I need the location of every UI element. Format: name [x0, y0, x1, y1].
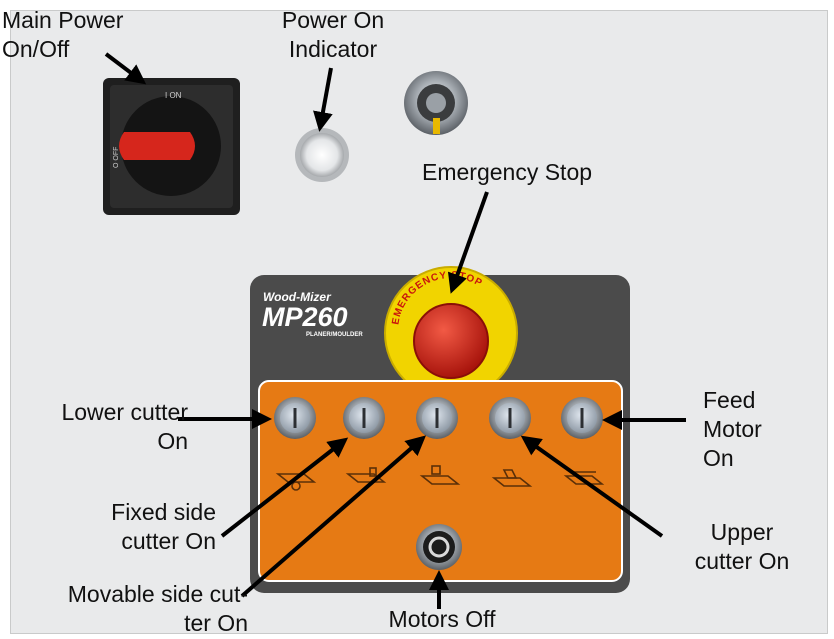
upper-cutter-on-mark — [509, 408, 512, 428]
switch-off-mark: O OFF — [113, 147, 120, 168]
model-name: MP260 — [262, 302, 348, 332]
feed-motor-on-mark — [581, 408, 584, 428]
upper-cutter-on-button[interactable] — [489, 397, 531, 439]
lower-cutter-on-mark — [294, 408, 297, 428]
power-on-indicator — [295, 128, 349, 182]
feed-motor-on-button[interactable] — [561, 397, 603, 439]
key-tag — [433, 118, 440, 134]
switch-on-mark: I ON — [165, 91, 182, 100]
movable-side-cutter-on-button[interactable] — [416, 397, 458, 439]
label-feed-motor: Feed Motor On — [703, 386, 762, 473]
key-slot — [426, 93, 446, 113]
label-upper-cutter: Upper cutter On — [672, 518, 812, 576]
key-switch[interactable] — [404, 71, 468, 135]
label-motors-off: Motors Off — [352, 605, 532, 634]
main-power-switch[interactable]: I ON O OFF — [103, 78, 240, 215]
label-emergency-stop: Emergency Stop — [422, 158, 592, 187]
lamp-lens — [300, 133, 344, 177]
label-movable-side-cutter: Movable side cut- ter On — [18, 580, 248, 638]
model-subtitle: PLANER/MOULDER — [306, 332, 363, 338]
movable-side-on-mark — [436, 408, 439, 428]
arrow-power-indicator — [320, 68, 331, 128]
label-lower-cutter: Lower cutter On — [14, 398, 188, 456]
lower-cutter-on-button[interactable] — [274, 397, 316, 439]
emergency-stop-button[interactable]: EMERGENCY STOP — [385, 267, 517, 399]
label-fixed-side-cutter: Fixed side cutter On — [78, 498, 216, 556]
switch-handle[interactable] — [119, 132, 195, 160]
motors-off-button[interactable] — [416, 524, 462, 570]
label-main-power: Main Power On/Off — [2, 6, 123, 64]
motors-off-face — [423, 531, 455, 563]
label-power-indicator: Power On Indicator — [258, 6, 408, 64]
fixed-side-on-mark — [363, 408, 366, 428]
fixed-side-cutter-on-button[interactable] — [343, 397, 385, 439]
